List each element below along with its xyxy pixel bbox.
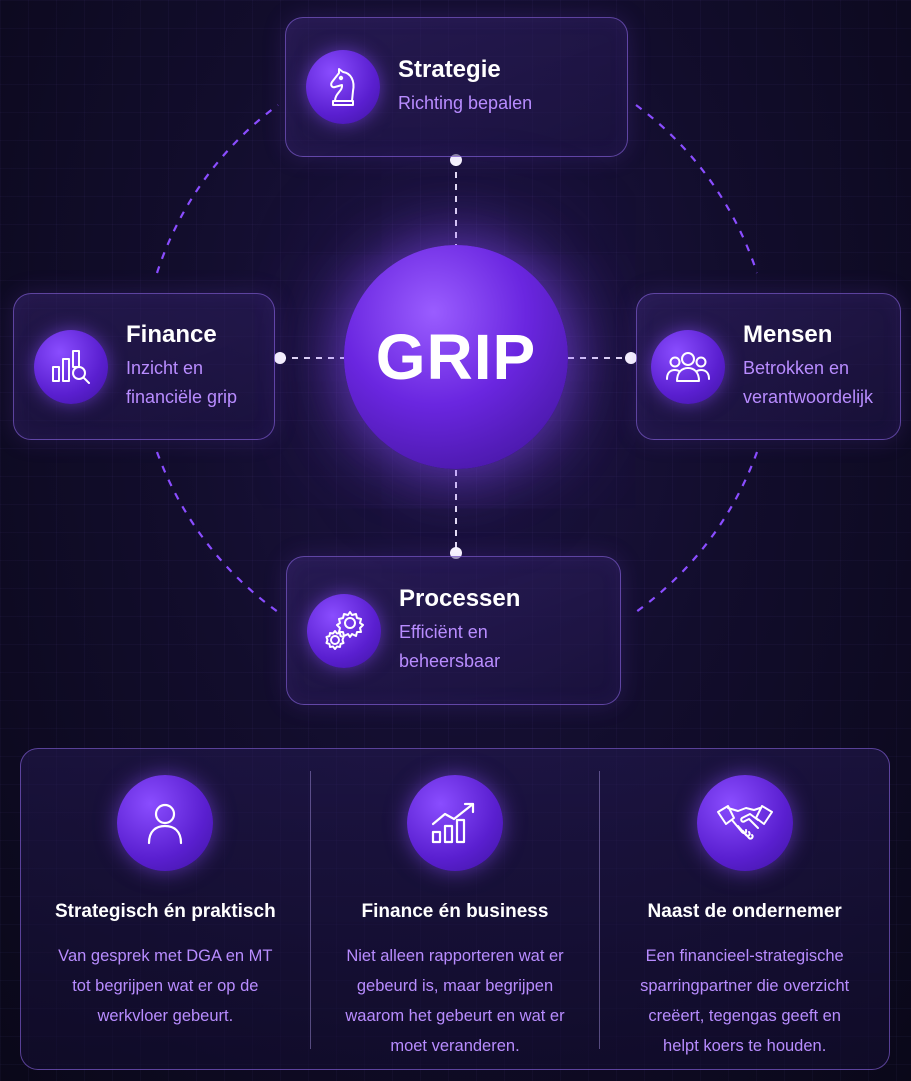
pillar-description: Een financieel-strategische sparringpart… (615, 941, 875, 1061)
mensen-subtitle-line-2: verantwoordelijk (743, 386, 874, 407)
pillar-title: Strategisch én praktisch (54, 901, 276, 922)
chess-knight-icon (306, 50, 380, 124)
gears-icon (307, 593, 381, 668)
people-group-icon (651, 329, 725, 404)
processen-subtitle: Efficiënt en beheersbaar (399, 618, 520, 676)
finance-subtitle-line-1: Inzicht en (126, 358, 204, 379)
finance-title: Finance (126, 321, 217, 349)
strategie-card: Strategie Richting bepalen (285, 17, 628, 157)
pillar-finance-business: Finance én business Niet alleen rapporte… (311, 749, 600, 1069)
node-dot-top (450, 154, 462, 166)
mensen-title: Mensen (743, 321, 833, 349)
node-dot-right (625, 352, 637, 364)
pillar-line: helpt koers te houden. (663, 1037, 827, 1055)
processen-subtitle-line-2: beheersbaar (399, 650, 501, 671)
pillar-line: sparringpartner die overzicht (640, 977, 850, 995)
orbit-arc-bottom-left (155, 451, 279, 613)
pillar-line: waarom het gebeurt en wat er (345, 1007, 565, 1025)
finance-subtitle-line-2: financiële grip (126, 386, 238, 407)
processen-subtitle-line-1: Efficiënt en (399, 622, 488, 643)
bar-chart-magnifier-icon (34, 329, 108, 404)
grip-label: GRIP (375, 321, 537, 393)
pillar-strategisch: Strategisch én praktisch Van gesprek met… (21, 749, 310, 1069)
node-dot-left (274, 352, 286, 364)
strategie-subtitle: Richting bepalen (398, 93, 533, 113)
processen-card: Processen Efficiënt en beheersbaar (286, 556, 621, 705)
grip-center-circle: GRIP (344, 245, 568, 469)
orbit-arc-top-left (155, 104, 279, 274)
pillar-line: Een financieel-strategische (645, 947, 844, 965)
pillar-description: Van gesprek met DGA en MT tot begrijpen … (35, 941, 295, 1031)
finance-card: Finance Inzicht en financiële grip (13, 293, 275, 440)
pillar-line: gebeurd is, maar begrijpen (356, 977, 554, 995)
pillar-line: creëert, tegengas geeft en (648, 1007, 841, 1025)
pillar-title: Naast de ondernemer (647, 901, 842, 922)
pillar-description: Niet alleen rapporteren wat er gebeurd i… (325, 941, 585, 1061)
pillar-line: Niet alleen rapporteren wat er (346, 947, 564, 965)
strategie-title: Strategie (398, 56, 501, 84)
handshake-icon (696, 775, 793, 871)
pillar-line: tot begrijpen wat er op de (72, 977, 259, 995)
pillar-title: Finance én business (361, 901, 549, 922)
processen-title: Processen (399, 585, 521, 613)
pillars-panel: Strategisch én praktisch Van gesprek met… (20, 748, 890, 1070)
pillar-line: werkvloer gebeurt. (97, 1007, 234, 1025)
orbit-arc-top-right (635, 104, 759, 274)
mensen-card: Mensen Betrokken en verantwoordelijk (636, 293, 901, 440)
mensen-subtitle-line-1: Betrokken en (743, 358, 850, 379)
column-divider (599, 771, 601, 1049)
pillar-line: Van gesprek met DGA en MT (58, 947, 273, 965)
column-divider (309, 771, 311, 1049)
person-icon (117, 775, 214, 871)
pillar-naast-ondernemer: Naast de ondernemer Een financieel-strat… (600, 749, 889, 1069)
growth-chart-icon (407, 775, 503, 871)
orbit-arc-bottom-right (635, 451, 759, 613)
mensen-subtitle: Betrokken en verantwoordelijk (743, 354, 873, 412)
pillar-line: moet veranderen. (390, 1037, 520, 1055)
finance-subtitle: Inzicht en financiële grip (126, 354, 237, 412)
